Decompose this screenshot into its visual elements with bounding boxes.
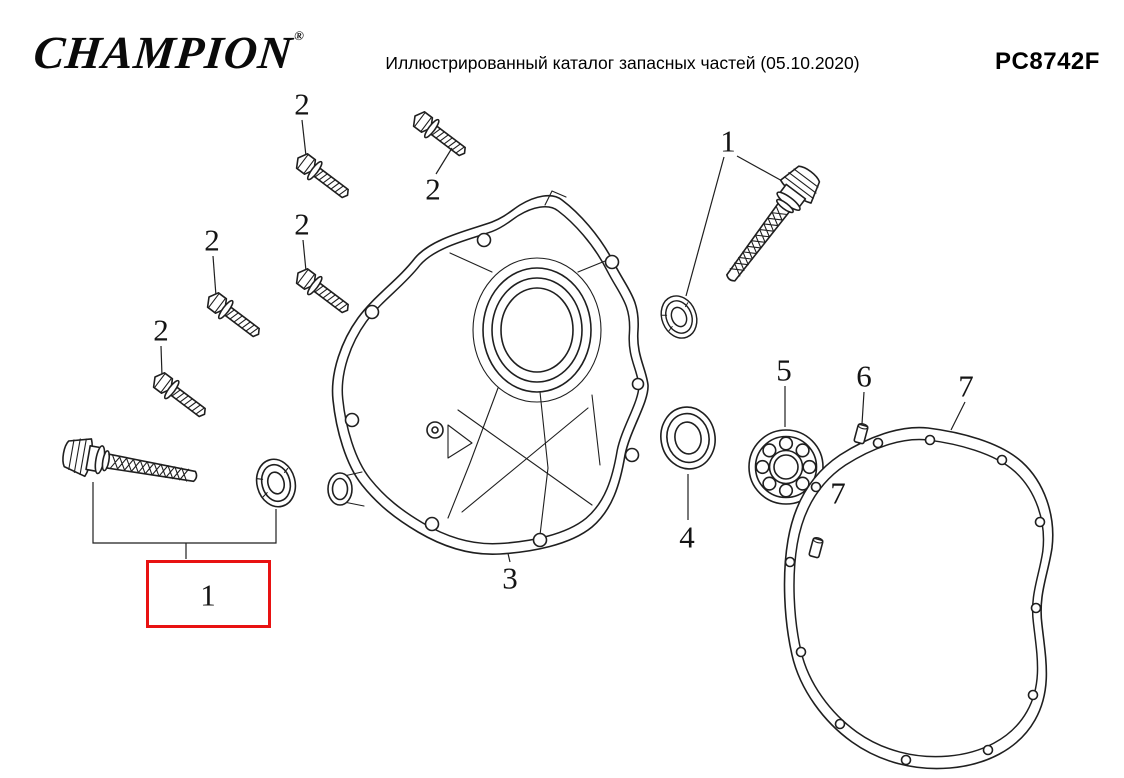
callout-1-highlighted: 1: [200, 577, 216, 613]
oil-filler-cap-part-left: [59, 433, 302, 512]
callout-7-gasket: 7: [958, 368, 974, 404]
callout-2-c: 2: [294, 206, 310, 242]
callout-6: 6: [856, 358, 872, 394]
gasket-part: [783, 426, 1054, 770]
callout-2-a: 2: [294, 86, 310, 122]
highlight-box-part-1[interactable]: [146, 560, 271, 628]
dowel-pin-part-6: [853, 423, 869, 445]
callout-4: 4: [679, 519, 695, 555]
callout-5: 5: [776, 352, 792, 388]
oil-filler-cap-part-top: [654, 159, 827, 345]
callout-2-d: 2: [204, 222, 220, 258]
callout-7-pin: 7: [830, 475, 846, 511]
dowel-pin-part-7: [808, 537, 824, 559]
callout-2-e: 2: [153, 312, 169, 348]
catalog-title: Иллюстрированный каталог запасных частей…: [385, 53, 860, 73]
page-header: CHAMPION® Иллюстрированный каталог запас…: [0, 0, 1124, 95]
callout-1-top: 1: [720, 123, 736, 159]
ball-bearing-part: [748, 429, 824, 505]
callout-2-b: 2: [425, 171, 441, 207]
document-code: PC8742F: [995, 48, 1100, 75]
oil-seal-part: [660, 406, 716, 470]
callout-3: 3: [502, 560, 518, 596]
crankcase-cover-part: [327, 190, 649, 556]
